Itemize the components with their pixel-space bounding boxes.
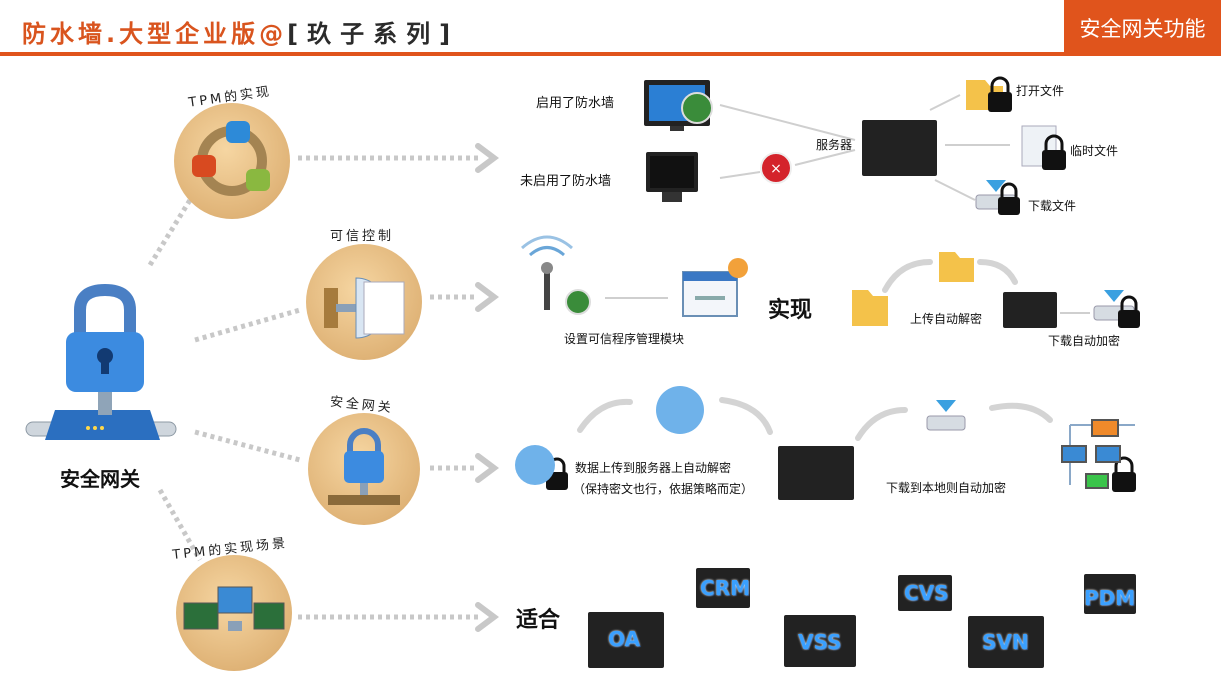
trusted-control-icon <box>324 277 405 339</box>
hub-label: 安全网关 <box>60 467 140 491</box>
gateway-node[interactable] <box>308 413 420 525</box>
hub-connectors <box>147 198 301 562</box>
firewall-enabled-label: 启用了防水墙 <box>536 96 615 111</box>
scenario-node[interactable] <box>176 555 292 671</box>
trusted-node-label: 可信控制 <box>330 229 395 244</box>
server-crm: CRM <box>700 576 750 600</box>
policy-note: （保持密文也行，依据策略而定） <box>573 482 754 496</box>
server-oa: OA <box>608 627 640 651</box>
page-title: 防水墙.大型企业版@[玖子系列] <box>22 20 460 48</box>
svg-text:×: × <box>770 161 782 177</box>
cloud-icons <box>515 386 704 485</box>
tpm-cycle-icon <box>192 121 270 196</box>
series-label: [玖子系列] <box>287 20 460 48</box>
server-label: 服务器 <box>816 138 853 152</box>
local-encrypt-label: 下载到本地则自动加密 <box>886 481 1007 495</box>
header-divider <box>0 52 1221 56</box>
hub-lock-icon <box>25 283 177 440</box>
trusted-node[interactable] <box>306 244 422 360</box>
download-file-label: 下载文件 <box>1028 199 1077 213</box>
wifi-icon <box>521 235 591 315</box>
monitor-enabled-icon <box>644 80 713 131</box>
header: 防水墙.大型企业版@[玖子系列] 安全网关功能 <box>0 0 1221 60</box>
server-vss: VSS <box>798 630 842 654</box>
gateway-lock-icon <box>328 428 400 505</box>
open-file-label: 打开文件 <box>1016 84 1065 98</box>
window-icon <box>682 258 748 317</box>
temp-file-label: 临时文件 <box>1070 144 1119 158</box>
server-icons <box>588 120 1136 668</box>
server-svn: SVN <box>982 630 1029 654</box>
section-badge: 安全网关功能 <box>1064 0 1221 56</box>
scenario-monitors-icon <box>183 586 285 631</box>
network-icon <box>1061 419 1135 489</box>
padlock-icons <box>546 76 1140 492</box>
download-encrypt-label: 下载自动加密 <box>1048 334 1121 348</box>
upload-decrypt-note: 数据上传到服务器上自动解密 <box>575 461 732 475</box>
server-cvs: CVS <box>904 581 949 605</box>
row-arrows <box>298 155 478 620</box>
server-pdm: PDM <box>1084 586 1136 610</box>
firewall-disabled-label: 未启用了防水墙 <box>520 174 612 189</box>
trusted-module-label: 设置可信程序管理模块 <box>564 332 685 346</box>
upload-decrypt-label: 上传自动解密 <box>910 312 983 326</box>
monitor-disabled-icon: × <box>646 152 792 202</box>
realize-label: 实现 <box>768 298 813 323</box>
tpm-node[interactable] <box>174 103 290 219</box>
fit-label: 适合 <box>516 608 561 633</box>
